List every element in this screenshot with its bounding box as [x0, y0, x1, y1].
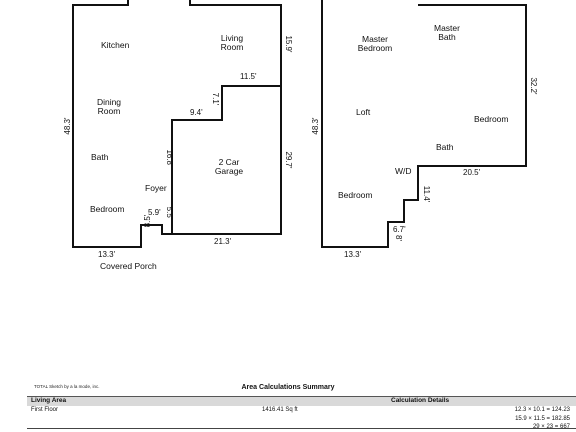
second-floor-plan: Master Bedroom Master Bath Loft Bedroom …	[311, 0, 538, 259]
room-master-bedroom-line2: Bedroom	[358, 43, 393, 53]
dim-second-bottom: 13.3'	[344, 250, 362, 259]
room-master-bedroom-line1: Master	[362, 34, 388, 44]
dim-left-height: 48.3'	[63, 117, 72, 135]
area-calculations-footer: TOTAL Sketch by a la mode, inc. Area Cal…	[0, 380, 576, 432]
dim-garage-bottom: 21.3'	[214, 237, 232, 246]
area-summary-title: Area Calculations Summary	[241, 384, 335, 391]
room-bedroom-left: Bedroom	[338, 190, 373, 200]
room-dining-line1: Dining	[97, 97, 121, 107]
covered-porch-label: Covered Porch	[100, 261, 157, 271]
dim-top-right: 15.9'	[284, 35, 293, 53]
first-floor-top-right-wall	[189, 0, 282, 86]
dim-foyer-height-1: 5.5'	[165, 207, 174, 220]
room-foyer: Foyer	[145, 183, 167, 193]
first-floor-area: 1416.41 Sq ft	[262, 407, 298, 413]
room-master-bath-line1: Master	[434, 23, 460, 33]
dim-second-right-height: 32.2'	[529, 77, 538, 95]
living-area-header: Living Area	[31, 397, 67, 404]
room-washer-dryer: W/D	[395, 166, 412, 176]
dim-step-height: 7.1'	[211, 93, 220, 106]
room-garage-line2: Garage	[215, 166, 244, 176]
room-living-line2: Room	[221, 42, 244, 52]
calc-line: 29 × 23 = 667	[492, 423, 570, 432]
room-kitchen: Kitchen	[101, 40, 130, 50]
room-master-bath-line2: Bath	[438, 32, 456, 42]
summary-header-band: Living Area Calculation Details	[27, 396, 576, 406]
dim-living-width: 11.5'	[240, 72, 257, 81]
room-dining-line2: Room	[98, 106, 121, 116]
calculation-lines: 12.3 × 10.1 = 124.23 15.9 × 11.5 = 182.8…	[492, 406, 570, 432]
room-bedroom-right: Bedroom	[474, 114, 509, 124]
calculation-details-header: Calculation Details	[391, 397, 450, 404]
dim-notch-width: 20.5'	[463, 168, 481, 177]
dim-garage-left: 16.8'	[165, 149, 174, 167]
calc-line: 12.3 × 10.1 = 124.23	[514, 407, 570, 413]
first-floor-plan: Kitchen Living Room Dining Room Bath Foy…	[63, 0, 293, 271]
first-floor-outline	[72, 0, 282, 248]
room-bath-second: Bath	[436, 142, 454, 152]
room-loft: Loft	[356, 107, 371, 117]
dim-second-left-height: 48.3'	[311, 117, 320, 135]
software-credit: TOTAL Sketch by a la mode, inc.	[34, 384, 100, 389]
room-bedroom: Bedroom	[90, 204, 125, 214]
dim-notch-height: 11.4'	[422, 186, 431, 203]
summary-bottom-rule	[27, 428, 576, 429]
dim-garage-right: 29.7'	[284, 151, 293, 169]
floor-plan-drawing: Kitchen Living Room Dining Room Bath Foy…	[63, 0, 538, 271]
room-living-line1: Living	[221, 33, 243, 43]
room-garage-line1: 2 Car	[219, 157, 240, 167]
dim-foyer-width: 5.9'	[148, 208, 161, 217]
dim-small-height: 8'	[394, 235, 403, 241]
dim-step-width: 9.4'	[190, 108, 203, 117]
dim-small-width: 6.7'	[393, 225, 406, 234]
dim-bottom-left: 13.3'	[98, 250, 116, 259]
first-floor-label: First Floor	[31, 407, 58, 413]
dim-foyer-height-2: 8.5'	[143, 214, 152, 227]
calc-line: 15.9 × 11.5 = 182.85	[515, 415, 570, 422]
second-floor-outline	[321, 0, 527, 248]
room-bath: Bath	[91, 152, 109, 162]
